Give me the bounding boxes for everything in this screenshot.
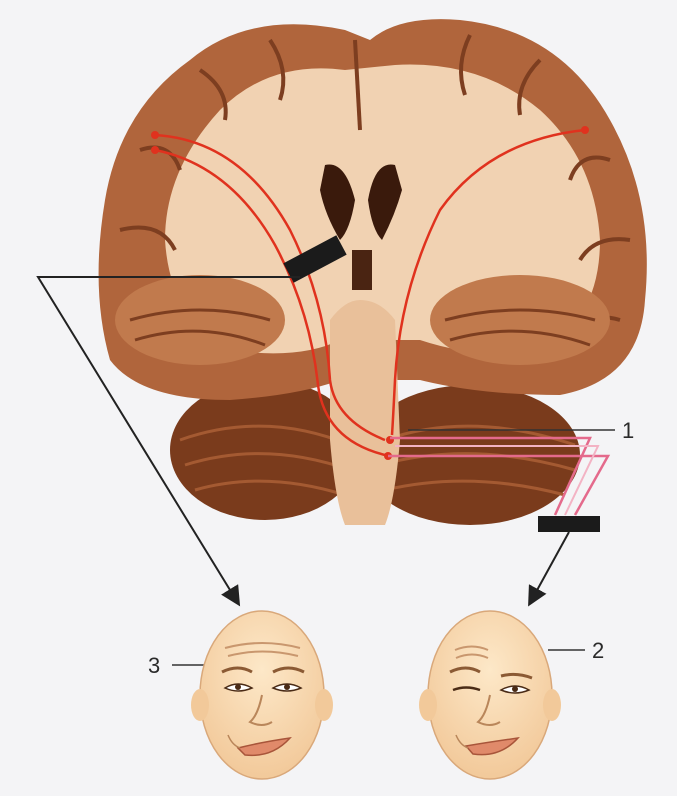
cortex-neuron-right	[581, 126, 589, 134]
callout-label-2: 2	[592, 638, 604, 663]
brain-coronal-section	[99, 19, 647, 525]
face-peripheral-palsy	[419, 611, 561, 779]
callout-label-3: 3	[148, 653, 160, 678]
cortex-neuron-left-1	[151, 131, 159, 139]
callout-label-1: 1	[622, 418, 634, 443]
arrow-icon	[530, 532, 569, 603]
cortex-neuron-left-2	[151, 146, 159, 154]
face-central-palsy	[191, 611, 333, 779]
brainstem	[330, 300, 400, 525]
lesion-bar-icon	[538, 516, 600, 532]
